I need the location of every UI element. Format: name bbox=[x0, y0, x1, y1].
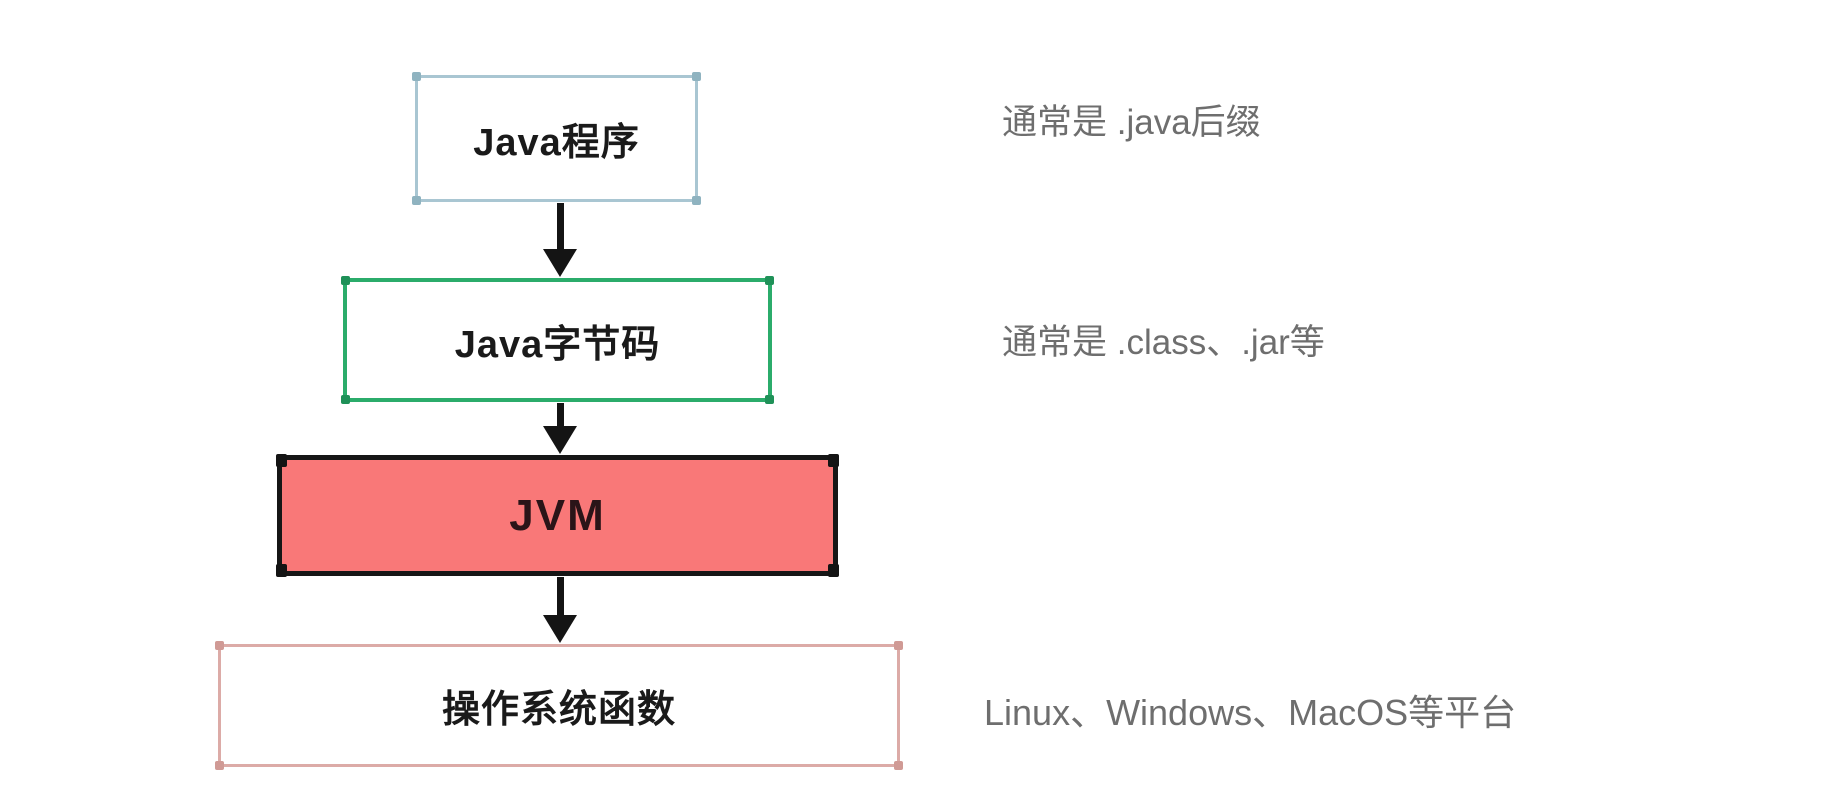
corner-tick bbox=[692, 196, 701, 205]
node-jvm: JVM bbox=[276, 454, 839, 577]
corner-tick bbox=[828, 454, 839, 467]
node-java-program: Java程序 bbox=[412, 72, 701, 205]
arrow-head-icon bbox=[543, 615, 577, 643]
corner-tick bbox=[215, 641, 224, 650]
corner-tick bbox=[765, 276, 774, 285]
arrow-down-3 bbox=[543, 577, 577, 643]
node-label-java-program: Java程序 bbox=[473, 122, 640, 164]
arrow-shaft bbox=[556, 203, 564, 250]
annotation-java-source: 通常是 .java后缀 bbox=[1002, 103, 1261, 142]
corner-tick bbox=[276, 564, 287, 577]
node-label-jvm: JVM bbox=[509, 490, 606, 540]
corner-tick bbox=[341, 276, 350, 285]
corner-tick bbox=[765, 395, 774, 404]
node-label-java-bytecode: Java字节码 bbox=[454, 323, 661, 366]
node-os-functions: 操作系统函数 bbox=[215, 641, 903, 770]
arrow-down-2 bbox=[543, 403, 577, 454]
corner-tick bbox=[894, 761, 903, 770]
arrow-head-icon bbox=[543, 249, 577, 277]
corner-tick bbox=[412, 72, 421, 81]
annotation-java-bytecode: 通常是 .class、.jar等 bbox=[1002, 323, 1325, 362]
corner-tick bbox=[215, 761, 224, 770]
corner-tick bbox=[828, 564, 839, 577]
corner-tick bbox=[341, 395, 350, 404]
corner-tick bbox=[692, 72, 701, 81]
arrow-down-1 bbox=[543, 203, 577, 277]
node-label-os-functions: 操作系统函数 bbox=[441, 689, 676, 731]
arrow-shaft bbox=[556, 577, 564, 616]
arrow-head-icon bbox=[543, 426, 577, 454]
arrow-shaft bbox=[556, 403, 564, 427]
corner-tick bbox=[894, 641, 903, 650]
node-java-bytecode: Java字节码 bbox=[341, 276, 774, 404]
annotation-platforms: Linux、Windows、MacOS等平台 bbox=[984, 692, 1517, 733]
corner-tick bbox=[276, 454, 287, 467]
corner-tick bbox=[412, 196, 421, 205]
